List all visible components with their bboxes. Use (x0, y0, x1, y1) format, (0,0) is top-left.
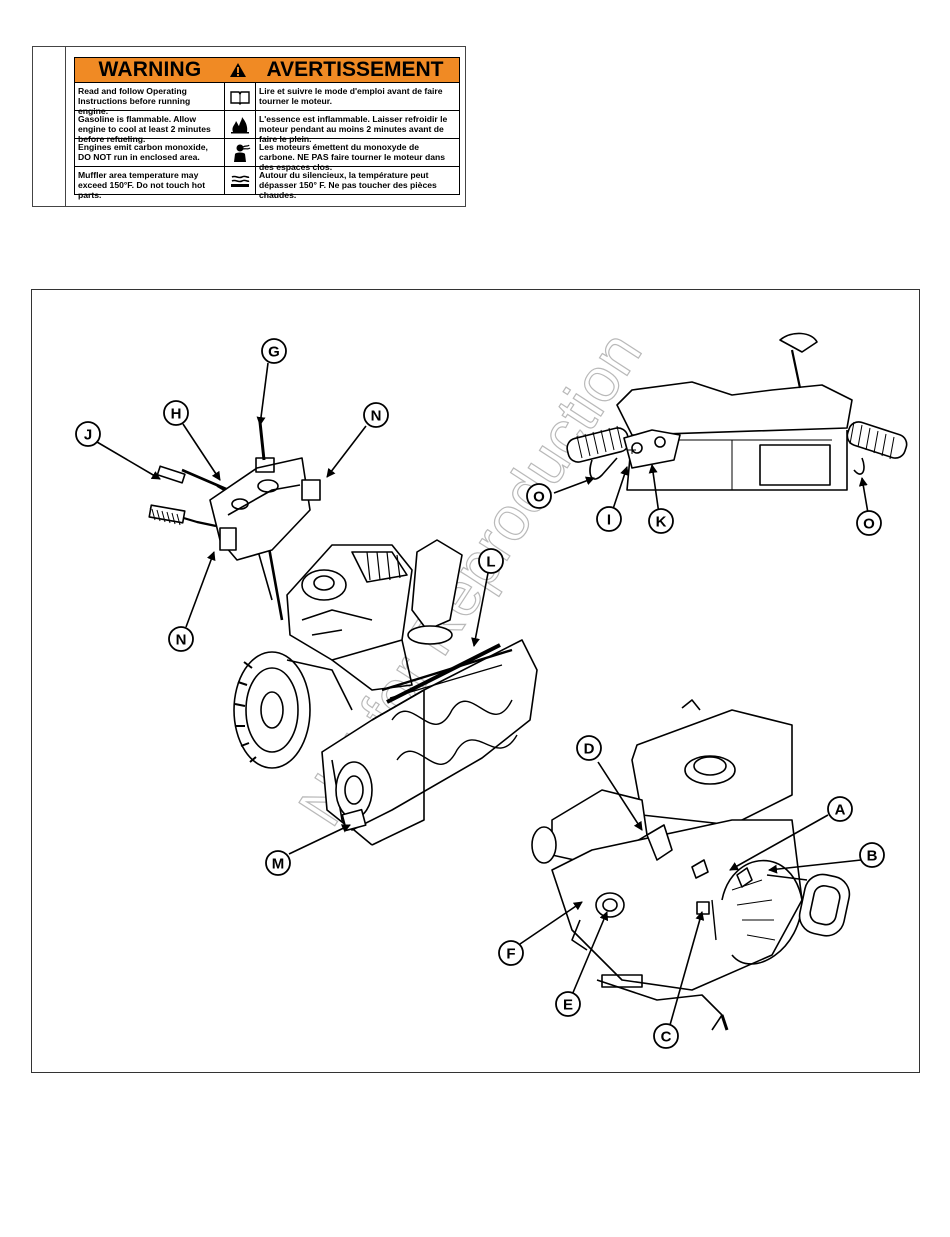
svg-text:H: H (171, 406, 182, 423)
carbon-monoxide-icon (224, 139, 256, 166)
manual-icon (224, 83, 256, 110)
callout-B: B (859, 842, 885, 868)
svg-text:M: M (272, 856, 285, 873)
callout-O-right: O (856, 510, 882, 536)
callout-N-left: N (168, 626, 194, 652)
callout-M: M (265, 850, 291, 876)
decal-row-en: Engines emit carbon monoxide, DO NOT run… (78, 142, 208, 162)
callout-F: F (498, 940, 524, 966)
callout-N-top: N (363, 402, 389, 428)
decal-row: Muffler area temperature may exceed 150°… (75, 167, 459, 200)
dashboard-illustration (566, 332, 908, 491)
callout-A: A (827, 796, 853, 822)
diagram-canvas: Not for Reproduction (75, 320, 908, 1049)
svg-text:C: C (661, 1029, 672, 1046)
flame-icon (224, 111, 256, 138)
callout-E: E (555, 991, 581, 1017)
svg-text:F: F (506, 946, 515, 963)
svg-text:B: B (867, 848, 878, 865)
svg-text:A: A (835, 802, 846, 819)
callout-I: I (596, 506, 622, 532)
decal-row-fr: Lire et suivre le mode d'emploi avant de… (259, 86, 443, 106)
callout-C: C (653, 1023, 679, 1049)
callout-G: G (261, 338, 287, 364)
snow-blower-illustration (148, 421, 538, 846)
engine-illustration (531, 699, 851, 1031)
decal-title-fr: AVERTISSEMENT (266, 58, 444, 81)
decal-row: Engines emit carbon monoxide, DO NOT run… (75, 139, 459, 172)
decal-row-en: Gasoline is flammable. Allow engine to c… (78, 114, 211, 144)
svg-text:N: N (176, 632, 187, 649)
decal-header: WARNING AVERTISSEMENT (75, 58, 459, 83)
callout-J: J (75, 421, 101, 447)
svg-text:D: D (584, 741, 595, 758)
decal-row: Gasoline is flammable. Allow engine to c… (75, 111, 459, 144)
svg-text:I: I (607, 512, 611, 529)
decal-row-en: Read and follow Operating Instructions b… (78, 86, 191, 116)
svg-text:O: O (863, 516, 875, 533)
parts-diagram: Not for Reproduction (31, 289, 920, 1073)
decal-gutter-line (65, 47, 66, 206)
svg-text:J: J (84, 427, 92, 444)
callout-leaders (96, 362, 870, 1026)
callout-H: H (163, 400, 189, 426)
decal-row-fr: Autour du silencieux, la température peu… (259, 170, 437, 200)
svg-text:L: L (486, 554, 495, 571)
svg-text:E: E (563, 997, 573, 1014)
warning-decal-frame: WARNING AVERTISSEMENT Read and follow Op… (32, 46, 466, 207)
callout-D: D (576, 735, 602, 761)
warning-triangle-icon (225, 62, 251, 78)
svg-text:O: O (533, 489, 545, 506)
callout-K: K (648, 508, 674, 534)
decal-row-en: Muffler area temperature may exceed 150°… (78, 170, 206, 200)
svg-text:G: G (268, 344, 280, 361)
decal-row-fr: Les moteurs émettent du monoxyde de carb… (259, 142, 446, 172)
svg-text:N: N (371, 408, 382, 425)
callout-L: L (478, 548, 504, 574)
decal-row: Read and follow Operating Instructions b… (75, 83, 459, 116)
callout-O-left: O (526, 483, 552, 509)
warning-decal: WARNING AVERTISSEMENT Read and follow Op… (74, 57, 460, 200)
svg-text:K: K (656, 514, 667, 531)
hot-surface-icon (224, 167, 256, 194)
decal-row-fr: L'essence est inflammable. Laisser refro… (259, 114, 448, 144)
decal-title-en: WARNING (98, 58, 202, 81)
